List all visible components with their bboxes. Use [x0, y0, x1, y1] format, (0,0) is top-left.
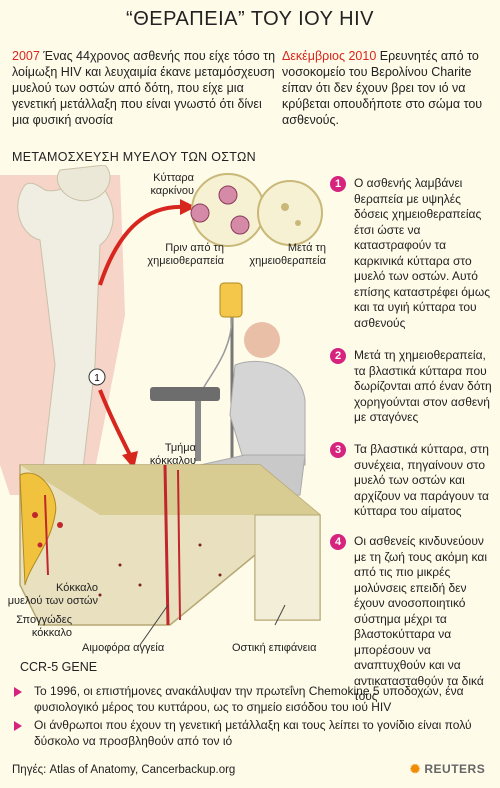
bone-section-top — [20, 465, 320, 515]
marker-label: 1 — [94, 373, 100, 384]
blood-dot — [32, 512, 38, 518]
blood-dot — [57, 522, 63, 528]
intro-2010: Δεκέμβριος 2010 Ερευνητές από το νοσοκομ… — [282, 48, 494, 128]
step-3: 3 Τα βλαστικά κύτταρα, στη συνέχεια, πηγα… — [330, 442, 496, 520]
cell-dot — [281, 203, 289, 211]
cells-after-circle — [257, 180, 323, 246]
blood-dot — [37, 542, 43, 548]
marker-circle — [88, 368, 106, 386]
reuters-dots-icon: ✺ — [410, 762, 425, 776]
source-line: Πηγές: Atlas of Anatomy, Cancerbackup.or… — [12, 764, 236, 776]
bullet-1: Το 1996, οι επιστήμονες ανακάλυψαν την π… — [14, 684, 494, 715]
step-text: Ο ασθενής λαμβάνει θεραπεία με υψηλές δό… — [354, 176, 490, 330]
pore-dot — [198, 543, 202, 547]
bullet-text: Το 1996, οι επιστήμονες ανακάλυψαν την π… — [34, 684, 464, 714]
intro-text: Ένας 44χρονος ασθενής που είχε τόσο τη λ… — [12, 49, 276, 127]
bone-surface-face — [254, 514, 321, 621]
reuters-logo: ✺ REUTERS — [410, 762, 486, 776]
label-vessels: Αιμοφόρα αγγεία — [82, 642, 165, 654]
ccr5-title: CCR-5 GENE — [20, 660, 98, 674]
intro-text: Ερευνητές από το νοσοκομείο του Βερολίνο… — [282, 49, 483, 127]
leader-surface — [274, 604, 286, 626]
arrow-to-cells — [98, 204, 186, 286]
step-text: Οι ασθενείς κινδυνεύουν με τη ζωή τους α… — [354, 534, 487, 703]
step-badge: 2 — [330, 348, 346, 364]
label-surface: Οστική επιφάνεια — [232, 642, 317, 654]
page-title: “ΘΕΡΑΠΕΙΑ” ΤΟΥ ΙΟΥ HIV — [126, 8, 374, 30]
arrow-to-section — [98, 389, 132, 456]
step-badge: 3 — [330, 442, 346, 458]
blood-vessel — [44, 494, 49, 576]
step-4: 4 Οι ασθενείς κινδυνεύουν με τη ζωή τους … — [330, 534, 496, 705]
marrow-region — [19, 472, 57, 586]
transplant-illustration: 1 — [0, 165, 323, 646]
cell-dot — [295, 220, 301, 226]
cancer-cell — [218, 185, 238, 205]
pore-dot — [118, 563, 122, 567]
armrest-table — [150, 387, 220, 401]
cancer-cell — [190, 203, 210, 223]
cancer-cell — [230, 215, 250, 235]
pore-dot — [138, 583, 142, 587]
leader-vessels — [139, 604, 169, 646]
arrow-head-cells — [180, 199, 196, 215]
blood-vessel — [177, 469, 181, 621]
step-badge: 1 — [330, 176, 346, 192]
intro-year: 2007 — [12, 49, 40, 63]
pore-dot — [98, 593, 102, 597]
blood-vessel — [163, 464, 170, 626]
step-text: Μετά τη χημειοθεραπεία, τα βλαστικά κύττ… — [354, 348, 492, 424]
iv-tube — [199, 316, 233, 396]
iv-bag — [219, 282, 243, 318]
section-label: ΜΕΤΑΜΟΣΧΕΥΣΗ ΜΥΕΛΟΥ ΤΩΝ ΟΣΤΩΝ — [12, 150, 256, 164]
table-leg — [195, 401, 201, 461]
patient-body — [229, 360, 306, 466]
step-text: Τα βλαστικά κύτταρα, στη συνέχεια, πηγαί… — [354, 442, 489, 518]
pore-dot — [218, 573, 222, 577]
intro-2007: 2007 Ένας 44χρονος ασθενής που είχε τόσο… — [12, 48, 282, 128]
patient-head — [244, 322, 280, 358]
step-1: 1 Ο ασθενής λαμβάνει θεραπεία με υψηλές δ… — [330, 176, 496, 331]
knee-bone — [56, 165, 111, 202]
bullet-2: Οι άνθρωποι που έχουν τη γενετική μετάλλ… — [14, 718, 494, 749]
bullet-triangle-icon — [14, 687, 22, 697]
femur-bone — [17, 181, 114, 496]
intro-date: Δεκέμβριος 2010 — [282, 49, 377, 63]
bullet-triangle-icon — [14, 721, 22, 731]
step-badge: 4 — [330, 534, 346, 550]
bullet-text: Οι άνθρωποι που έχουν τη γενετική μετάλλ… — [34, 718, 472, 748]
step-2: 2 Μετά τη χημειοθεραπεία, τα βλαστικά κύτ… — [330, 348, 496, 426]
